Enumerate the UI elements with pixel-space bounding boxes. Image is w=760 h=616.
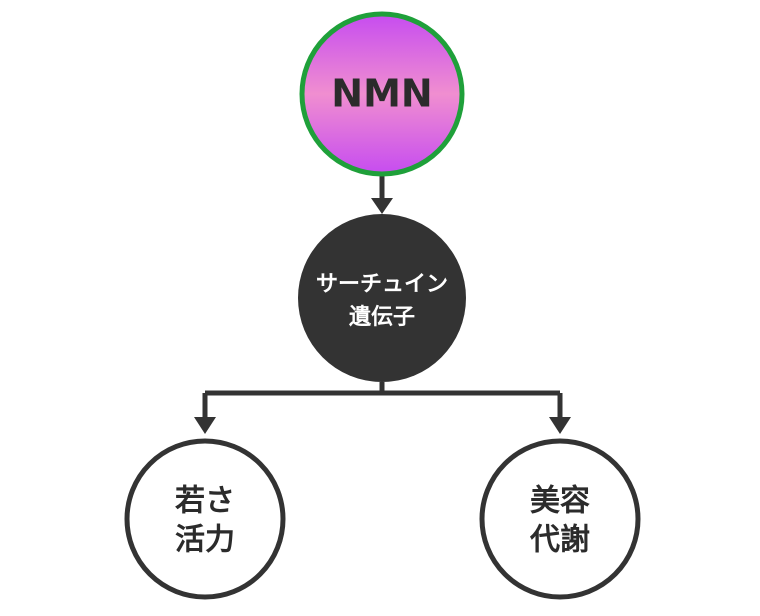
node-beauty-label-line2: 代謝 [529, 523, 590, 558]
node-sirtuin-circle [298, 214, 466, 382]
node-youth-label-line1: 若さ [175, 484, 235, 519]
arrowhead-to-beauty [549, 417, 571, 434]
edges [194, 176, 571, 434]
node-sirtuin-label-line2: 遺伝子 [349, 305, 415, 330]
node-nmn-label: NMN [331, 72, 432, 116]
node-youth-circle [124, 438, 286, 600]
node-youth: 若さ 活力 [124, 438, 286, 600]
node-nmn-circle [299, 11, 465, 177]
node-nmn: NMN [299, 11, 465, 177]
node-sirtuin: サーチュイン 遺伝子 [298, 214, 466, 382]
arrowhead-to-sirtuin [371, 198, 393, 214]
node-youth-label-line2: 活力 [175, 523, 235, 558]
node-beauty-label-line1: 美容 [530, 484, 590, 519]
node-sirtuin-label-line1: サーチュイン [316, 272, 448, 297]
arrowhead-to-youth [194, 417, 216, 434]
node-beauty-circle [479, 438, 641, 600]
node-beauty: 美容 代謝 [479, 438, 641, 600]
